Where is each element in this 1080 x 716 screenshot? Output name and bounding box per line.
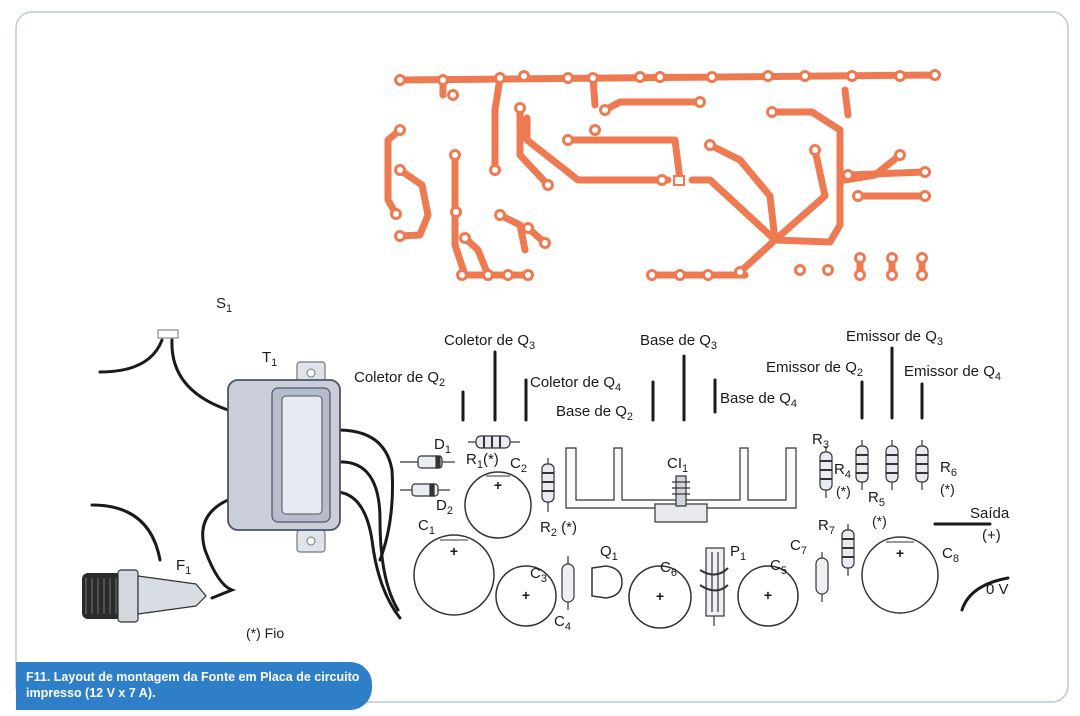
label-saida: Saída <box>970 505 1010 522</box>
label-c2: C2 <box>510 455 527 475</box>
label-coletor-q4: Coletor de Q4 <box>530 374 622 394</box>
label-r2: R2 (*) <box>540 519 577 539</box>
transistor-q1 <box>591 565 623 599</box>
svg-text:+: + <box>494 477 502 493</box>
figure-caption: F11. Layout de montagem da Fonte em Plac… <box>26 670 360 700</box>
pcb-traces <box>384 71 939 279</box>
label-c1: C1 <box>418 517 435 537</box>
label-zero-v: 0 V <box>986 581 1009 598</box>
label-r4-note: (*) <box>836 483 851 499</box>
label-emissor-q4: Emissor de Q4 <box>904 363 1001 383</box>
label-s1: S1 <box>216 295 233 315</box>
label-r1: R1(*) <box>466 451 499 471</box>
pcb-pads <box>390 69 941 281</box>
svg-text:+: + <box>764 587 772 603</box>
label-fio: (*) Fio <box>246 625 285 641</box>
label-q1: Q1 <box>600 543 618 563</box>
label-base-q2: Base de Q2 <box>556 403 634 423</box>
label-f1: F1 <box>176 557 192 577</box>
capacitor-top-marks <box>440 475 914 543</box>
plus-signs: + + + + + + <box>450 477 904 604</box>
resistors <box>468 435 929 576</box>
switch-connector <box>157 329 179 339</box>
wires <box>90 338 1010 620</box>
label-coletor-q2: Coletor de Q2 <box>354 369 446 389</box>
label-t1: T1 <box>262 349 278 369</box>
figure-border <box>15 11 1069 703</box>
small-capacitors <box>561 552 829 610</box>
label-coletor-q3: Coletor de Q3 <box>444 332 536 352</box>
label-p1: P1 <box>730 543 747 563</box>
label-c6: C6 <box>660 559 677 579</box>
label-d2: D2 <box>436 497 453 517</box>
leader-lines <box>461 346 924 422</box>
capacitors <box>413 471 939 629</box>
label-r5-note: (*) <box>872 513 887 529</box>
label-r3: R3 <box>812 431 829 451</box>
transformer-body <box>227 361 341 553</box>
diodes <box>400 455 455 497</box>
fuse-holder <box>82 569 207 623</box>
svg-text:+: + <box>522 587 530 603</box>
label-r6: R6 <box>940 459 957 479</box>
label-c4: C4 <box>554 613 571 633</box>
label-r6-note: (*) <box>940 481 955 497</box>
pcb-bridge-pad <box>673 175 685 186</box>
label-emissor-q3: Emissor de Q3 <box>846 328 943 348</box>
svg-text:+: + <box>450 543 458 559</box>
svg-text:+: + <box>896 545 904 561</box>
label-r5: R5 <box>868 489 885 509</box>
label-emissor-q2: Emissor de Q2 <box>766 359 863 379</box>
label-r7: R7 <box>818 517 835 537</box>
potentiometer-p1 <box>699 547 729 626</box>
heatsink <box>565 447 797 523</box>
label-d1: D1 <box>434 436 451 456</box>
label-c5: C5 <box>770 557 787 577</box>
label-r4: R4 <box>834 461 851 481</box>
label-c3: C3 <box>530 565 547 585</box>
label-c8: C8 <box>942 545 959 565</box>
figure-caption-box: F11. Layout de montagem da Fonte em Plac… <box>16 662 372 710</box>
label-c7: C7 <box>790 537 807 557</box>
svg-text:+: + <box>656 588 664 604</box>
label-base-q4: Base de Q4 <box>720 390 798 410</box>
label-base-q3: Base de Q3 <box>640 332 718 352</box>
label-saida-plus: (+) <box>982 527 1001 544</box>
label-ci1: CI1 <box>667 455 689 475</box>
